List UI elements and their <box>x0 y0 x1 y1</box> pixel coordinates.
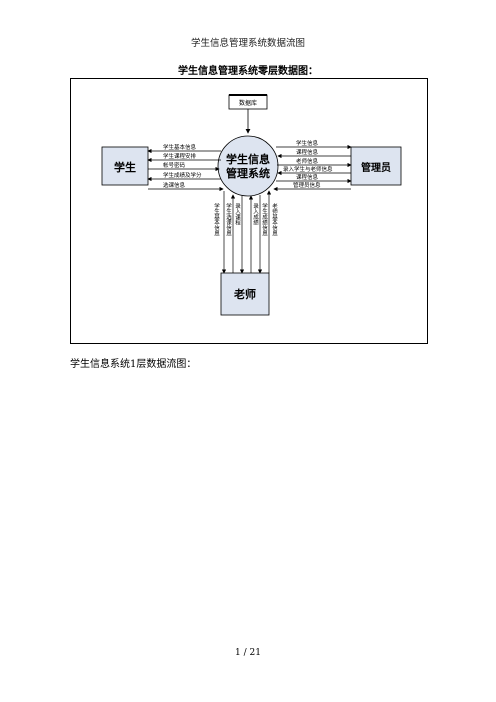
section-caption: 学生信息系统1层数据流图： <box>70 359 197 370</box>
database-label: 数据库 <box>239 99 257 107</box>
bottom-flow-label: 学生选课信息 <box>225 202 232 237</box>
admin-label: 管理员 <box>361 161 391 174</box>
right-flow-label: 管理员信息 <box>293 181 321 189</box>
left-flow-label: 学生成绩及学分 <box>163 171 202 179</box>
right-flow-label: 录入学生与老师信息 <box>283 165 333 173</box>
left-flow-label: 帐号密码 <box>163 161 186 169</box>
bottom-flow-label: 录入成绩 <box>252 202 259 227</box>
left-flow-label: 学生基本信息 <box>163 143 197 151</box>
bottom-flow-label: 录入课程 <box>234 202 241 227</box>
left-flow-label: 学生课程安排 <box>163 152 197 160</box>
student-entity <box>101 146 149 186</box>
bottom-flow-label: 学生成绩信息 <box>261 202 268 237</box>
right-flow-label: 课程信息 <box>296 148 319 156</box>
teacher-entity <box>220 272 270 316</box>
right-flow-label: 课程信息 <box>296 173 319 181</box>
central-process-line2: 管理系统 <box>226 166 270 180</box>
diagram-title: 学生信息管理系统零层数据图： <box>178 66 318 77</box>
left-flows: 学生基本信息 学生课程安排 帐号密码 学生成绩及学分 选课信息 <box>147 143 224 192</box>
bottom-flow-label: 老师基本信息 <box>271 202 278 237</box>
left-flow-label: 选课信息 <box>163 181 186 189</box>
dfd-diagram-frame: 数据库 学生信息 管理系统 学生 管理员 老师 学生基本信息 学生课程安排 帐号… <box>70 78 428 344</box>
bottom-flow-label: 学生基本信息 <box>213 202 220 237</box>
student-label: 学生 <box>114 160 136 174</box>
bottom-flows: 学生基本信息 学生选课信息 录入课程 录入成绩 学生成绩信息 老师基本信息 <box>213 190 278 274</box>
page-header: 学生信息管理系统数据流图 <box>190 38 305 49</box>
page-number: 1 / 21 <box>235 648 261 658</box>
right-flow-label: 老师信息 <box>296 157 319 165</box>
right-flow-label: 学生信息 <box>296 139 319 147</box>
central-process <box>217 135 279 197</box>
teacher-label: 老师 <box>233 287 256 301</box>
dfd-diagram: 数据库 学生信息 管理系统 学生 管理员 老师 学生基本信息 学生课程安排 帐号… <box>101 94 402 316</box>
central-process-line1: 学生信息 <box>226 152 270 166</box>
right-flows: 学生信息 课程信息 老师信息 录入学生与老师信息 课程信息 管理员信息 <box>273 139 352 192</box>
